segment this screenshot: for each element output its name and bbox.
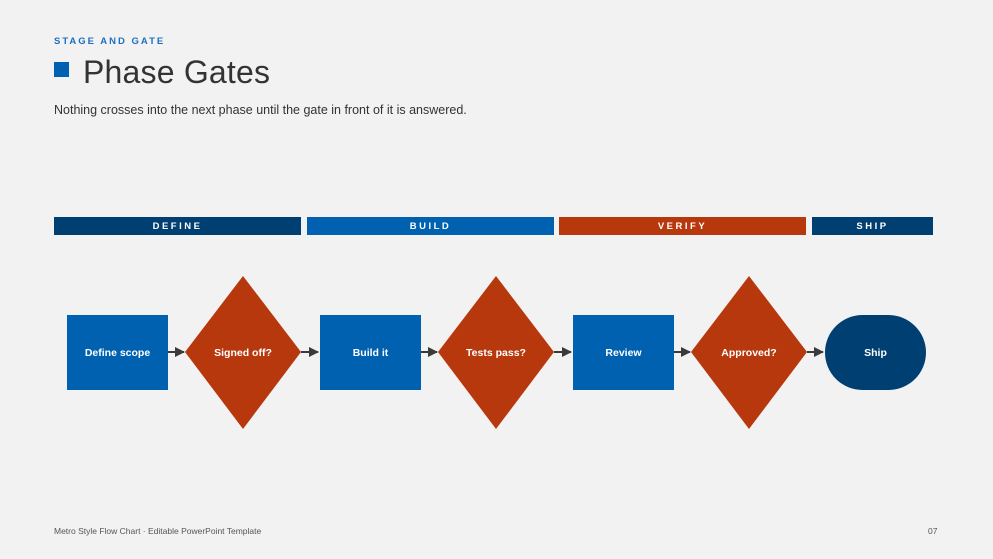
node-label: Tests pass? <box>466 347 526 359</box>
node-label: Review <box>605 347 642 359</box>
section-eyebrow: STAGE AND GATE <box>54 36 166 47</box>
process-box <box>573 315 674 390</box>
node-label: Approved? <box>721 347 776 359</box>
node-label: Signed off? <box>214 347 272 359</box>
phase-label: SHIP <box>856 220 889 232</box>
decision-node-tests-pass: Tests pass? <box>438 276 554 429</box>
decision-diamond <box>691 276 807 429</box>
phase-bar-define: DEFINE <box>54 217 301 235</box>
phase-label: VERIFY <box>657 220 708 232</box>
page-subtitle: Nothing crosses into the next phase unti… <box>54 103 467 117</box>
page-number: 07 <box>928 526 938 536</box>
decision-node-signed-off: Signed off? <box>185 276 301 429</box>
decision-node-approved: Approved? <box>691 276 807 429</box>
footer-template-name: Metro Style Flow Chart · Editable PowerP… <box>54 526 262 536</box>
terminator-node-ship: Ship <box>825 315 926 390</box>
phase-bar-ship: SHIP <box>812 217 933 235</box>
terminator-pill <box>825 315 926 390</box>
phase-bar-verify: VERIFY <box>559 217 806 235</box>
phase-label: DEFINE <box>152 220 203 232</box>
node-label: Ship <box>864 347 887 359</box>
decision-diamond <box>185 276 301 429</box>
process-node-build-it: Build it <box>320 315 421 390</box>
decision-diamond <box>438 276 554 429</box>
phase-label: BUILD <box>409 220 452 232</box>
process-node-define-scope: Define scope <box>67 315 168 390</box>
title-row: Phase Gates <box>54 54 270 91</box>
process-node-review: Review <box>573 315 674 390</box>
node-label: Define scope <box>85 347 151 359</box>
process-box <box>67 315 168 390</box>
node-label: Build it <box>353 347 389 359</box>
title-accent-square <box>54 62 69 77</box>
page-title: Phase Gates <box>83 54 271 90</box>
phase-bar-build: BUILD <box>307 217 554 235</box>
process-box <box>320 315 421 390</box>
